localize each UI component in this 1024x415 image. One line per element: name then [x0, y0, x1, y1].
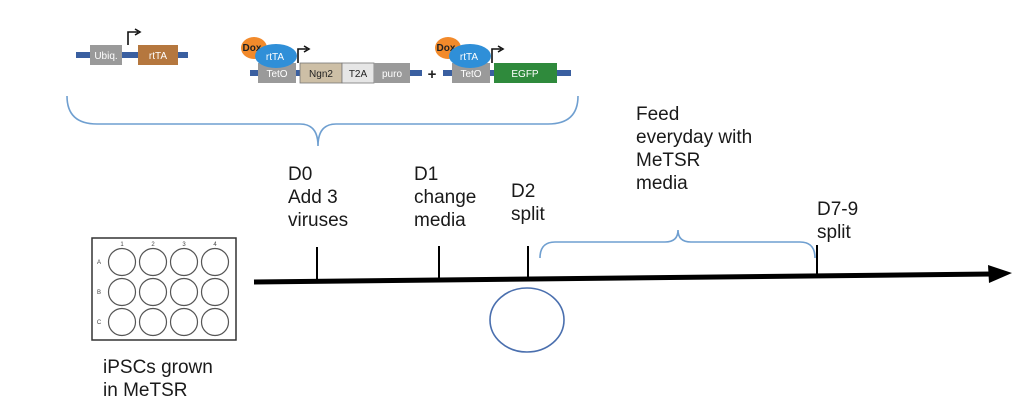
- plate-well: [169, 307, 199, 337]
- d1-label: D1 change media: [414, 163, 476, 232]
- promoter-arrow-icon: [297, 48, 307, 63]
- teto-label: TetO: [266, 69, 287, 80]
- constructs-brace: [66, 95, 579, 147]
- plate-well: [169, 247, 199, 277]
- puro-label: puro: [382, 69, 402, 80]
- plate-well: [107, 277, 137, 307]
- d1-day: D1: [414, 164, 439, 185]
- feed-label: Feed everyday with MeTSR media: [636, 103, 752, 195]
- plate-well: [200, 247, 230, 277]
- plate-caption: iPSCs grown in MeTSR: [103, 356, 213, 402]
- ubiq-promoter-label: Ubiq.: [94, 51, 117, 62]
- dox-label: Dox: [437, 43, 456, 54]
- t2a-label: T2A: [349, 69, 368, 80]
- egfp-box: [494, 63, 557, 83]
- plate-well: [200, 277, 230, 307]
- feed-period-brace: [539, 229, 816, 259]
- teto-box: [452, 63, 490, 83]
- rtta-protein-icon: [449, 44, 491, 68]
- d0-label: D0 Add 3 viruses: [288, 163, 348, 232]
- plate-well: [107, 247, 137, 277]
- rtta-protein-icon: [255, 44, 297, 68]
- ngn2-label: Ngn2: [309, 69, 333, 80]
- d2-line-2: split: [511, 204, 545, 225]
- plate-caption-line-2: in MeTSR: [103, 380, 188, 401]
- plate-well: [169, 277, 199, 307]
- d0-line-2: Add 3: [288, 187, 338, 208]
- dna-backbone: [76, 52, 188, 58]
- rtta-gene-box: [138, 45, 178, 65]
- promoter-arrowhead-icon: [134, 28, 142, 36]
- d1-line-2: change: [414, 187, 477, 208]
- d2-day: D2: [511, 181, 536, 202]
- construct-teto-ngn2: TetO Ngn2 T2A puro Dox rtTA: [241, 37, 422, 84]
- d2-label: D2 split: [511, 180, 545, 226]
- construct-ubiq-rtta: Ubiq. rtTA: [76, 28, 188, 65]
- ubiq-promoter-box: [90, 45, 122, 65]
- timeline-arrowhead-icon: [988, 265, 1012, 283]
- timeline-axis: [253, 271, 993, 285]
- plate-col-label: 1: [120, 242, 124, 248]
- d0-line-3: viruses: [288, 210, 349, 231]
- d0-day: D0: [288, 164, 313, 185]
- plate-row-label: C: [97, 320, 102, 326]
- plate-row-label: A: [97, 260, 101, 266]
- d7-9-label: D7-9 split: [817, 198, 858, 244]
- plate-well: [138, 307, 168, 337]
- dox-label: Dox: [243, 43, 262, 54]
- teto-box: [258, 63, 296, 83]
- plate-row-label: B: [97, 290, 101, 296]
- plate-well: [200, 307, 230, 337]
- feed-line-4: media: [636, 173, 688, 194]
- teto-label: TetO: [460, 69, 481, 80]
- egfp-label: EGFP: [511, 69, 539, 80]
- plate-caption-line-1: iPSCs grown: [103, 357, 213, 378]
- plate-col-label: 4: [213, 242, 217, 248]
- d7-9-line-2: split: [817, 222, 851, 243]
- d7-9-day: D7-9: [817, 199, 859, 220]
- construct-teto-egfp: TetO EGFP Dox rtTA: [435, 37, 571, 83]
- plate-col-label: 2: [151, 242, 155, 248]
- rtta-gene-label: rtTA: [149, 51, 167, 62]
- rtta-protein-label: rtTA: [266, 52, 284, 63]
- feed-line-3: MeTSR: [636, 150, 701, 171]
- promoter-arrow-icon: [127, 31, 138, 45]
- promoter-arrowhead-icon: [303, 45, 311, 53]
- rtta-protein-label: rtTA: [460, 52, 478, 63]
- puro-box: [374, 63, 410, 83]
- d1-line-3: media: [414, 210, 466, 231]
- plate-well: [107, 307, 137, 337]
- feed-line-2: everyday with: [636, 127, 753, 148]
- plate-well: [138, 247, 168, 277]
- feed-line-1: Feed: [636, 104, 680, 125]
- plus-sign: +: [428, 66, 437, 83]
- split-dish-icon: [489, 287, 565, 353]
- promoter-arrowhead-icon: [497, 45, 505, 53]
- well-plate-icon: 1 2 3 4 A B C: [91, 237, 237, 341]
- promoter-arrow-icon: [491, 48, 501, 63]
- plate-col-label: 3: [182, 242, 186, 248]
- plate-well: [138, 277, 168, 307]
